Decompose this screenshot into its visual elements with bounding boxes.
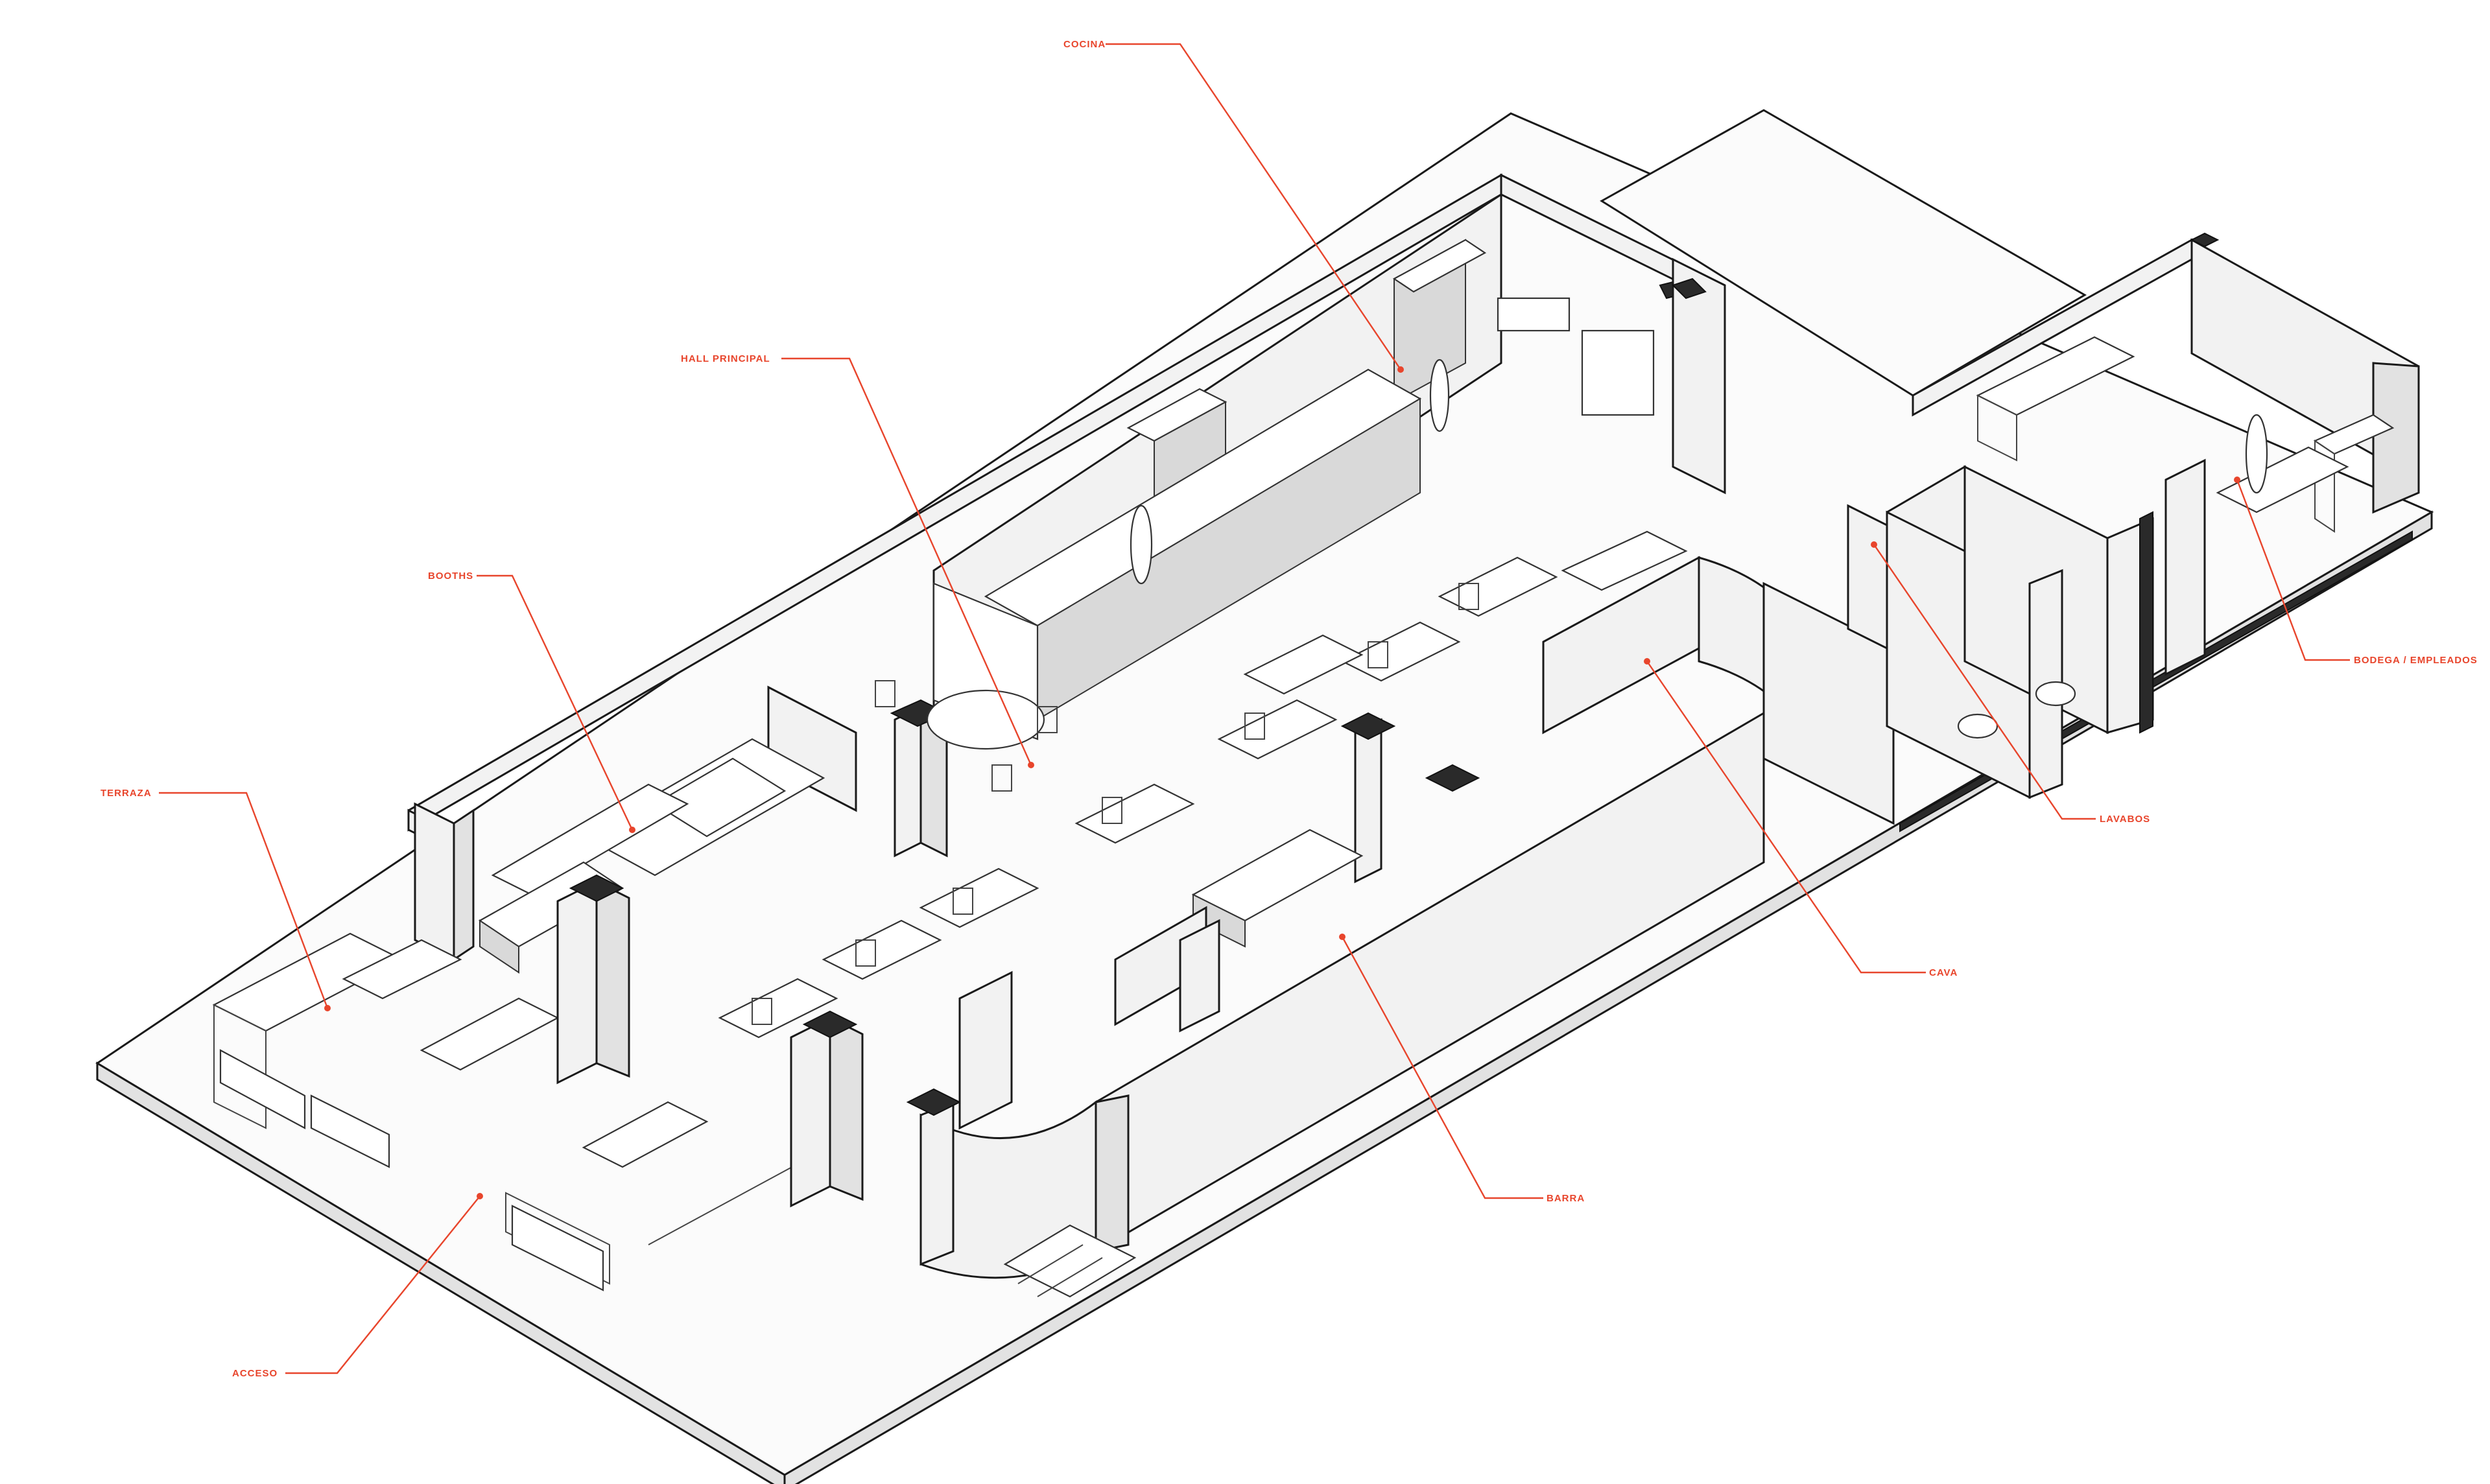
label-cocina: COCINA	[1063, 39, 1106, 50]
booths-area	[414, 685, 857, 974]
main-hall	[718, 556, 1558, 1039]
restrooms-area	[1886, 465, 2154, 799]
terrace-area	[212, 874, 864, 1291]
annotations: COCINA HALL PRINCIPAL BOOTHS TERRAZA ACC…	[101, 39, 2478, 1379]
cava-area	[1542, 504, 1895, 825]
storage-staff-area	[1672, 232, 2395, 676]
bar-area	[906, 711, 1765, 1298]
label-booths: BOOTHS	[428, 571, 473, 582]
label-lavabos: LAVABOS	[2100, 814, 2150, 825]
label-bodega-empleados: BODEGA / EMPLEADOS	[2354, 655, 2478, 666]
outer-walls	[407, 173, 2420, 858]
label-cava: CAVA	[1929, 967, 1958, 978]
label-acceso: ACCESO	[232, 1368, 278, 1379]
label-barra: BARRA	[1547, 1193, 1585, 1204]
label-terraza: TERRAZA	[101, 788, 152, 799]
label-hall-principal: HALL PRINCIPAL	[681, 353, 770, 364]
